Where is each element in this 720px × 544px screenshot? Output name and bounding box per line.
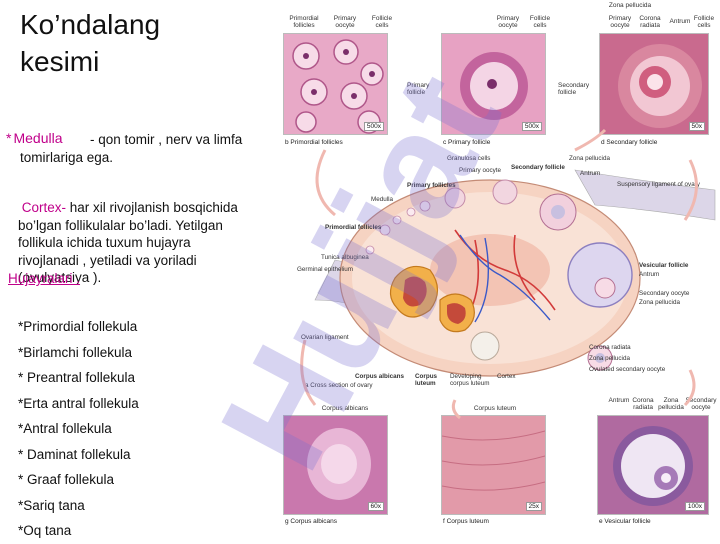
label-suspensory-ligament: Suspensory ligament of ovary <box>617 181 700 188</box>
label-primary-follicle: Primary follicle <box>407 82 430 96</box>
label-cross-section: a Cross section of ovary <box>305 382 373 389</box>
label-antrum-d: Antrum <box>669 18 691 25</box>
label-zona-pellucida-3: Zona pellucida <box>589 355 630 362</box>
list-item: *Erta antral follekula <box>18 395 139 411</box>
list-item: * Graaf follekula <box>18 472 115 487</box>
label-cortex: Cortex <box>497 373 516 380</box>
micrograph-vesicular-image <box>598 416 708 514</box>
medulla-bullet: * <box>6 130 12 146</box>
label-zona-pellucida: Zona pellucida <box>569 155 610 162</box>
medulla-text: - qon tomir , nerv va limfa tomirlariga … <box>20 132 243 165</box>
caption-g: g Corpus albicans <box>285 518 338 525</box>
label-corpus-albicans: Corpus albicans <box>355 373 404 380</box>
label-antrum-e: Antrum <box>608 397 630 404</box>
medulla-heading: *Medulla <box>6 130 62 146</box>
micrograph-primordial-image <box>284 34 387 134</box>
cortex-key: Cortex- <box>21 200 67 215</box>
cortex-text: har xil rivojlanish bosqichida bo’lgan f… <box>18 200 238 285</box>
label-ovulated-oocyte: Ovulated secondary oocyte <box>589 366 666 373</box>
label-developing-corpus-luteum: Developing corpus luteum <box>450 373 490 387</box>
label-primary-oocyte: Primary oocyte <box>333 15 357 29</box>
mag-label: 500x <box>521 122 542 131</box>
label-primordial-follicles: Primordial follicles <box>289 15 319 29</box>
mag-label: 500x <box>363 122 384 131</box>
label-antrum-2: Antrum <box>639 271 660 278</box>
label-primary-oocyte-c: Primary oocyte <box>496 15 520 29</box>
medulla-key: Medulla <box>13 130 63 146</box>
mag-label: 25x <box>525 502 542 511</box>
caption-d: d Secondary follicle <box>601 139 658 146</box>
label-zona-pellucida-d: Zona pellucida <box>608 2 652 9</box>
label-secondary-oocyte: Secondary oocyte <box>639 290 690 297</box>
micrograph-vesicular: 100x <box>597 415 709 515</box>
label-medulla: Medulla <box>371 196 394 203</box>
label-follicle-cells-d: Follicle cells <box>693 15 715 29</box>
label-zona-pellucida-e: Zona pellucida <box>658 397 684 411</box>
list-item: *Antral follekula <box>18 421 112 436</box>
caption-b: b Primordial follicles <box>285 139 343 146</box>
connector-arrows <box>300 128 698 420</box>
micrograph-primary-image <box>442 34 545 134</box>
micrograph-primordial: 500x <box>283 33 388 135</box>
label-antrum: Antrum <box>580 170 601 177</box>
list-item: * Daminat follekula <box>18 446 131 462</box>
label-secondary-follicle: Secondary follicle <box>511 164 565 171</box>
label-germinal-epithelium: Germinal epithelium <box>297 266 353 273</box>
label-granulosa: Granulosa cells <box>447 155 491 162</box>
micrograph-primary: 500x <box>441 33 546 135</box>
label-corpus-luteum-f: Corpus luteum <box>473 405 517 412</box>
label-primary-follicles: Primary follicles <box>407 182 456 189</box>
follicle-stage-list: *Primordial follekula *Birlamchi folleku… <box>18 314 139 544</box>
micrograph-corpus-luteum: 25x <box>441 415 546 515</box>
list-item: *Primordial follekula <box>18 319 138 334</box>
medulla-description: - qon tomir , nerv va limfa tomirlariga … <box>20 131 260 167</box>
label-corona-radiata-d: Corona radiata <box>639 15 661 29</box>
micrograph-secondary-image <box>600 34 708 134</box>
label-vesicular-follicle: Vesicular follicle <box>639 262 689 269</box>
label-primary-oocyte-main: Primary oocyte <box>459 167 501 174</box>
micrograph-corpus-albicans: 60x <box>283 415 388 515</box>
caption-e: e Vesicular follicle <box>599 518 651 525</box>
label-primordial-follicles-main: Primordial follicles <box>325 224 382 231</box>
label-ovarian-ligament: Ovarian ligament <box>301 334 349 341</box>
label-primary-oocyte-d: Primary oocyte <box>608 15 632 29</box>
mag-label: 50x <box>688 122 705 131</box>
label-corona-radiata: Corona radiata <box>589 344 631 351</box>
micrograph-corpus-luteum-image <box>442 416 545 514</box>
cortex-description: Cortex- har xil rivojlanish bosqichida b… <box>18 199 254 287</box>
ovary-cross-section <box>314 169 716 377</box>
cells-heading: Hujayralari . <box>8 271 81 286</box>
label-secondary-oocyte-e: Secondary oocyte <box>685 397 717 411</box>
label-secondary-follicle-c: Secondary follicle <box>558 82 590 96</box>
label-follicle-cells-c: Follicle cells <box>529 15 551 29</box>
ovary-figure: Primordial follicles Primary oocyte Foll… <box>275 0 720 540</box>
label-corona-radiata-e: Corona radiata <box>632 397 654 411</box>
page-title: Ko’ndalang kesimi <box>20 9 161 77</box>
list-item: *Sariq tana <box>18 497 85 513</box>
caption-f: f Corpus luteum <box>443 518 489 525</box>
list-item: *Oq tana <box>18 523 72 538</box>
mag-label: 100x <box>684 502 705 511</box>
label-corpus-albicans-g: Corpus albicans <box>321 405 369 412</box>
mag-label: 60x <box>367 502 384 511</box>
label-zona-pellucida-2: Zona pellucida <box>639 299 680 306</box>
micrograph-corpus-albicans-image <box>284 416 387 514</box>
label-follicle-cells: Follicle cells <box>371 15 393 29</box>
micrograph-secondary: 50x <box>599 33 709 135</box>
caption-c: c Primary follicle <box>443 139 491 146</box>
list-item: *Birlamchi follekula <box>18 344 133 360</box>
label-tunica-albuginea: Tunica albuginea <box>321 254 369 261</box>
label-corpus-luteum: Corpus luteum <box>415 373 438 387</box>
list-item: * Preantral follekula <box>18 370 136 385</box>
